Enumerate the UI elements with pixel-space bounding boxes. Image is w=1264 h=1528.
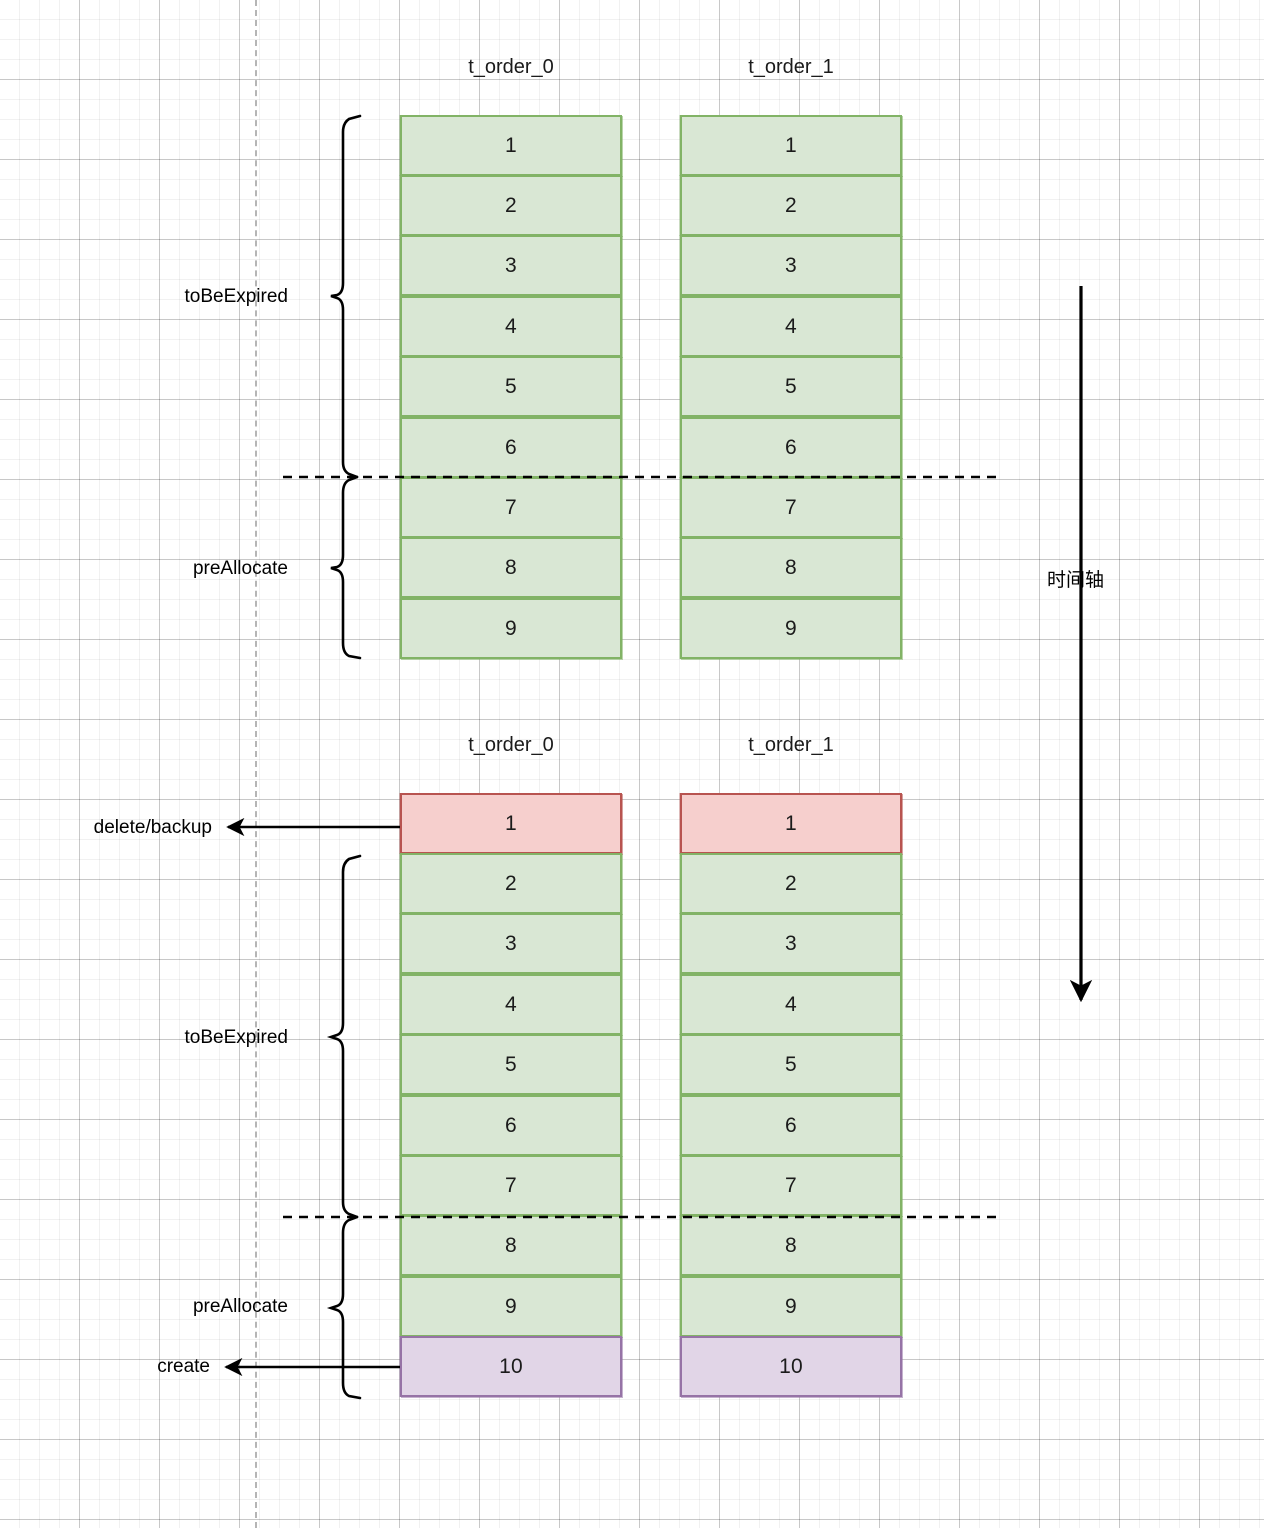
bracket-label-stage1-preallocate: preAllocate bbox=[192, 558, 288, 579]
cell-stage1-t0-7[interactable]: 7 bbox=[400, 477, 622, 538]
cell-stage2-t0-7[interactable]: 7 bbox=[400, 1155, 622, 1216]
cell-value: 8 bbox=[505, 555, 517, 579]
stack-stage2-t_order_0: 1 2 3 4 5 6 7 8 9 10 bbox=[400, 793, 622, 1397]
cell-value: 9 bbox=[785, 1294, 797, 1318]
cell-value: 4 bbox=[505, 314, 517, 338]
bracket-stage1-tobeexpired bbox=[330, 114, 362, 479]
annotation-label-create: create bbox=[157, 1356, 210, 1377]
cell-value: 2 bbox=[505, 871, 517, 895]
cell-stage1-t1-6[interactable]: 6 bbox=[680, 417, 902, 478]
cell-value: 3 bbox=[505, 253, 517, 277]
bracket-label-stage2-preallocate: preAllocate bbox=[192, 1296, 288, 1317]
cell-stage2-t1-1[interactable]: 1 bbox=[680, 793, 902, 854]
cell-stage1-t1-4[interactable]: 4 bbox=[680, 296, 902, 357]
cell-value: 5 bbox=[785, 1052, 797, 1076]
cell-value: 2 bbox=[785, 193, 797, 217]
cell-stage2-t1-5[interactable]: 5 bbox=[680, 1034, 902, 1095]
cell-stage2-t0-10[interactable]: 10 bbox=[400, 1336, 622, 1397]
bracket-label-stage2-tobeexpired: toBeExpired bbox=[184, 1027, 288, 1048]
cell-value: 3 bbox=[505, 931, 517, 955]
cell-value: 6 bbox=[505, 1113, 517, 1137]
cell-stage1-t1-9[interactable]: 9 bbox=[680, 598, 902, 659]
cell-value: 9 bbox=[785, 616, 797, 640]
stack-title-stage1-t_order_1: t_order_1 bbox=[748, 56, 834, 78]
cell-stage1-t0-5[interactable]: 5 bbox=[400, 356, 622, 417]
cell-value: 2 bbox=[505, 193, 517, 217]
cell-value: 10 bbox=[779, 1354, 803, 1378]
cell-value: 7 bbox=[785, 1173, 797, 1197]
cell-value: 1 bbox=[785, 811, 797, 835]
cell-stage2-t1-9[interactable]: 9 bbox=[680, 1276, 902, 1337]
timeline-axis-label: 时间轴 bbox=[1047, 570, 1105, 591]
cell-stage1-t0-8[interactable]: 8 bbox=[400, 537, 622, 598]
cell-value: 10 bbox=[499, 1354, 523, 1378]
cell-stage2-t0-4[interactable]: 4 bbox=[400, 974, 622, 1035]
cell-stage1-t0-3[interactable]: 3 bbox=[400, 235, 622, 296]
cell-stage1-t0-2[interactable]: 2 bbox=[400, 175, 622, 236]
cell-stage1-t1-1[interactable]: 1 bbox=[680, 115, 902, 176]
cell-stage2-t0-6[interactable]: 6 bbox=[400, 1095, 622, 1156]
cell-stage2-t1-8[interactable]: 8 bbox=[680, 1215, 902, 1276]
cell-stage2-t1-7[interactable]: 7 bbox=[680, 1155, 902, 1216]
cell-stage1-t0-6[interactable]: 6 bbox=[400, 417, 622, 478]
cell-stage2-t0-8[interactable]: 8 bbox=[400, 1215, 622, 1276]
cell-stage2-t0-3[interactable]: 3 bbox=[400, 913, 622, 974]
cell-value: 5 bbox=[785, 374, 797, 398]
bracket-stage2-tobeexpired bbox=[326, 854, 362, 1219]
cell-stage1-t0-4[interactable]: 4 bbox=[400, 296, 622, 357]
cell-value: 6 bbox=[785, 435, 797, 459]
cell-value: 4 bbox=[785, 314, 797, 338]
cell-value: 7 bbox=[505, 495, 517, 519]
cell-stage1-t0-9[interactable]: 9 bbox=[400, 598, 622, 659]
cell-stage2-t1-3[interactable]: 3 bbox=[680, 913, 902, 974]
cell-stage2-t0-2[interactable]: 2 bbox=[400, 853, 622, 914]
cell-stage1-t1-3[interactable]: 3 bbox=[680, 235, 902, 296]
cell-value: 1 bbox=[505, 811, 517, 835]
cell-value: 5 bbox=[505, 1052, 517, 1076]
cell-stage1-t1-7[interactable]: 7 bbox=[680, 477, 902, 538]
cell-value: 8 bbox=[785, 555, 797, 579]
cell-value: 6 bbox=[505, 435, 517, 459]
cell-stage1-t1-5[interactable]: 5 bbox=[680, 356, 902, 417]
cell-stage2-t0-9[interactable]: 9 bbox=[400, 1276, 622, 1337]
cell-value: 4 bbox=[785, 992, 797, 1016]
cell-value: 9 bbox=[505, 616, 517, 640]
cell-value: 9 bbox=[505, 1294, 517, 1318]
annotation-label-delete-backup: delete/backup bbox=[93, 817, 212, 838]
cell-value: 7 bbox=[505, 1173, 517, 1197]
cell-stage2-t1-4[interactable]: 4 bbox=[680, 974, 902, 1035]
cell-value: 6 bbox=[785, 1113, 797, 1137]
cell-stage2-t1-10[interactable]: 10 bbox=[680, 1336, 902, 1397]
cell-value: 1 bbox=[505, 133, 517, 157]
stack-stage1-t_order_0: 1 2 3 4 5 6 7 8 9 bbox=[400, 115, 622, 659]
cell-value: 2 bbox=[785, 871, 797, 895]
stack-title-stage1-t_order_0: t_order_0 bbox=[468, 56, 554, 78]
bracket-stage2-preallocate bbox=[326, 1215, 362, 1400]
stack-title-stage2-t_order_0: t_order_0 bbox=[468, 734, 554, 756]
stack-title-stage2-t_order_1: t_order_1 bbox=[748, 734, 834, 756]
cell-stage1-t1-2[interactable]: 2 bbox=[680, 175, 902, 236]
cell-value: 1 bbox=[785, 133, 797, 157]
cell-value: 3 bbox=[785, 931, 797, 955]
page-break-guide bbox=[255, 0, 257, 1528]
stack-stage2-t_order_1: 1 2 3 4 5 6 7 8 9 10 bbox=[680, 793, 902, 1397]
cell-value: 3 bbox=[785, 253, 797, 277]
cell-stage2-t1-6[interactable]: 6 bbox=[680, 1095, 902, 1156]
cell-value: 4 bbox=[505, 992, 517, 1016]
stack-stage1-t_order_1: 1 2 3 4 5 6 7 8 9 bbox=[680, 115, 902, 659]
cell-value: 5 bbox=[505, 374, 517, 398]
bracket-label-stage1-tobeexpired: toBeExpired bbox=[184, 286, 288, 307]
cell-value: 8 bbox=[505, 1233, 517, 1257]
cell-stage2-t0-1[interactable]: 1 bbox=[400, 793, 622, 854]
cell-stage2-t1-2[interactable]: 2 bbox=[680, 853, 902, 914]
cell-stage1-t0-1[interactable]: 1 bbox=[400, 115, 622, 176]
bracket-stage1-preallocate bbox=[330, 475, 362, 660]
cell-stage2-t0-5[interactable]: 5 bbox=[400, 1034, 622, 1095]
cell-value: 8 bbox=[785, 1233, 797, 1257]
cell-value: 7 bbox=[785, 495, 797, 519]
cell-stage1-t1-8[interactable]: 8 bbox=[680, 537, 902, 598]
